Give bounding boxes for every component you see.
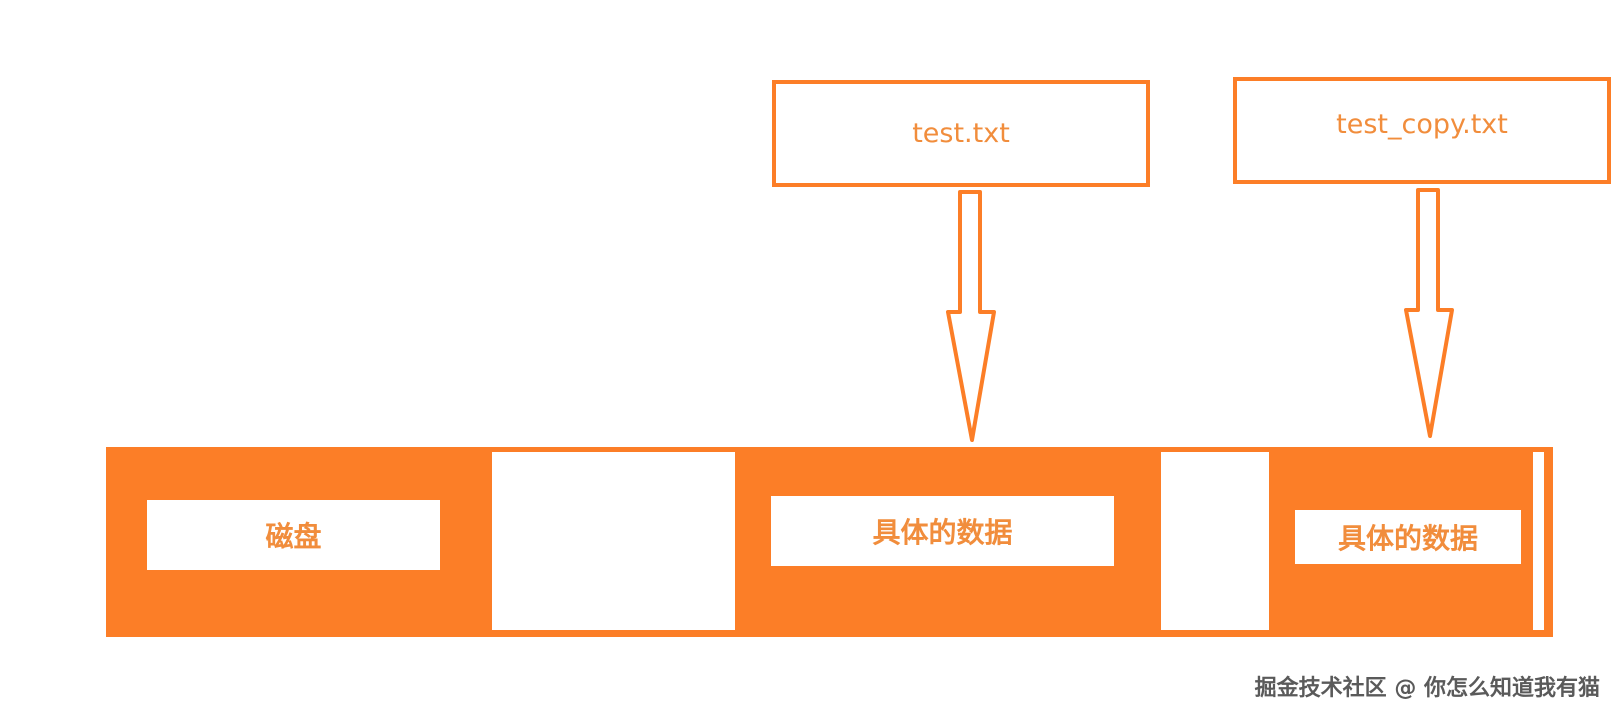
free-space-gap xyxy=(1161,452,1269,630)
file-name-test-copy: test_copy.txt xyxy=(1336,109,1508,140)
pointer-arrow-icon xyxy=(1404,188,1454,438)
free-space-gap xyxy=(1533,452,1544,630)
data-block-label: 具体的数据 xyxy=(1337,522,1478,555)
disk-label: 磁盘 xyxy=(265,520,322,553)
pointer-arrow-icon xyxy=(946,190,996,442)
file-name-test: test.txt xyxy=(912,118,1010,149)
file-box-test-copy: test_copy.txt xyxy=(1233,77,1611,184)
file-box-test: test.txt xyxy=(772,80,1150,187)
free-space-gap xyxy=(492,452,735,630)
data-block-label-box: 具体的数据 xyxy=(771,496,1114,566)
disk-label-box: 磁盘 xyxy=(147,500,440,570)
data-block-label: 具体的数据 xyxy=(872,516,1013,549)
data-block-label-box: 具体的数据 xyxy=(1295,510,1521,564)
watermark: 掘金技术社区 @ 你怎么知道我有猫 xyxy=(1254,676,1600,701)
